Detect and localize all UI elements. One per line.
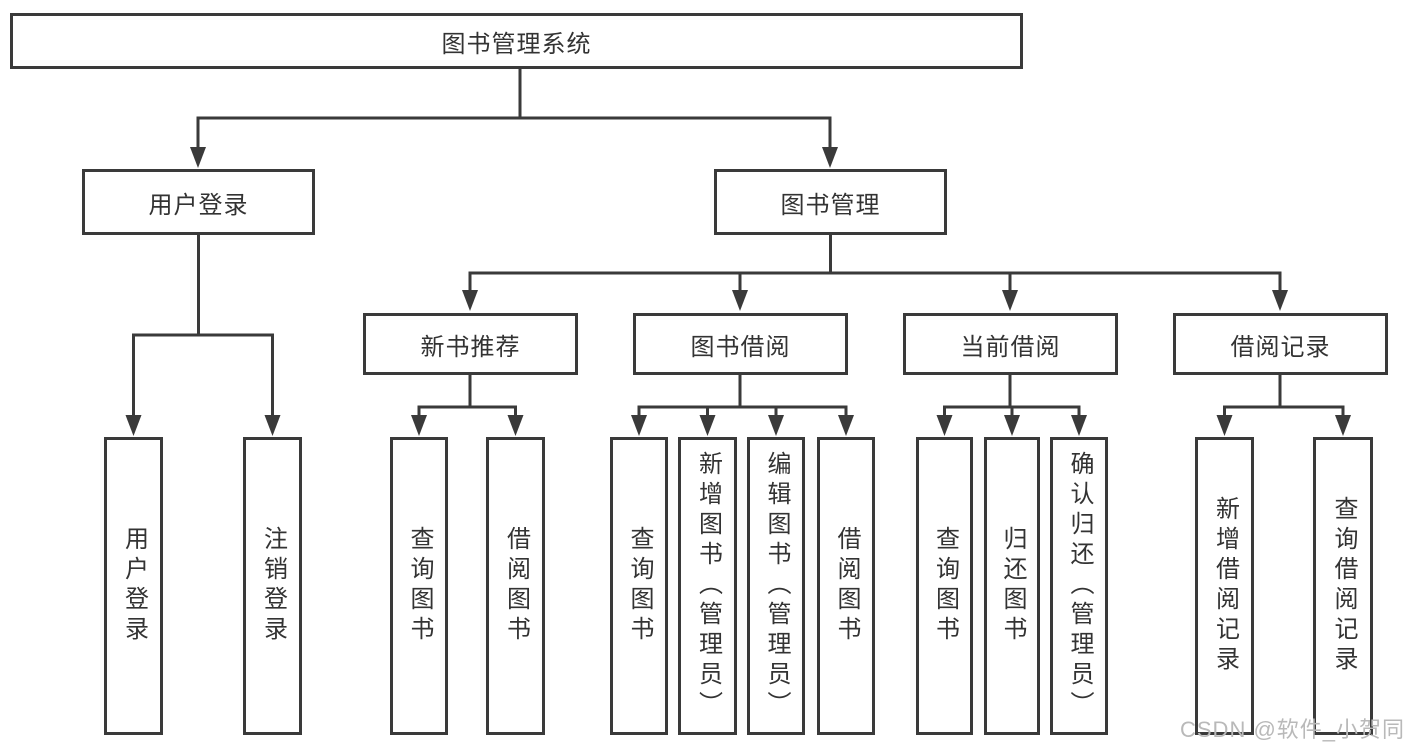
leaf-query-books-borrow: 查询图书 <box>610 437 668 735</box>
arrow-down-icon <box>1002 290 1018 311</box>
arrow-down-icon <box>411 415 427 436</box>
arrow-down-icon <box>838 415 854 436</box>
connector-path <box>1223 375 1345 417</box>
connector-path <box>468 235 1282 293</box>
leaf-add-borrow-record: 新增借阅记录 <box>1195 437 1254 735</box>
arrow-down-icon <box>125 415 142 436</box>
arrow-down-icon <box>822 147 838 168</box>
arrow-down-icon <box>732 290 748 311</box>
leaf-query-borrow-record: 查询借阅记录 <box>1313 437 1373 735</box>
arrow-down-icon <box>768 415 784 436</box>
connector-path <box>943 375 1081 417</box>
leaf-user-login: 用户登录 <box>104 437 163 735</box>
connector-path-group <box>132 69 1345 417</box>
node-root: 图书管理系统 <box>10 13 1023 69</box>
arrow-down-icon <box>1335 415 1351 436</box>
arrow-down-icon <box>190 147 206 168</box>
connector-path <box>417 375 517 417</box>
arrow-down-icon <box>936 415 953 436</box>
node-user-login: 用户登录 <box>82 169 315 235</box>
arrow-down-icon <box>1071 415 1087 436</box>
arrow-down-icon <box>699 415 716 436</box>
leaf-borrow-books: 借阅图书 <box>817 437 875 735</box>
arrow-down-icon <box>264 415 281 436</box>
leaf-confirm-return-admin: 确认归还（管理员） <box>1050 437 1108 735</box>
leaf-query-books-recommend: 查询图书 <box>390 437 448 735</box>
connector-path <box>196 69 832 150</box>
leaf-return-books: 归还图书 <box>984 437 1040 735</box>
connector-path <box>132 235 274 417</box>
node-book-borrow: 图书借阅 <box>633 313 848 375</box>
watermark: CSDN @软件_小贺同学 <box>1180 717 1405 742</box>
node-book-management: 图书管理 <box>714 169 947 235</box>
leaf-query-books-current: 查询图书 <box>916 437 973 735</box>
node-new-book-recommend: 新书推荐 <box>363 313 578 375</box>
arrow-down-icon <box>1004 415 1020 436</box>
arrow-down-icon <box>1216 415 1233 436</box>
leaf-edit-books-admin: 编辑图书（管理员） <box>747 437 805 735</box>
connector-path <box>637 375 848 417</box>
leaf-borrow-books-recommend: 借阅图书 <box>486 437 545 735</box>
node-current-borrow: 当前借阅 <box>903 313 1118 375</box>
arrow-down-icon <box>462 290 478 311</box>
arrow-down-icon <box>507 415 524 436</box>
arrowhead-group <box>125 147 1351 436</box>
leaf-logout: 注销登录 <box>243 437 302 735</box>
arrow-down-icon <box>631 415 647 436</box>
arrow-down-icon <box>1272 290 1288 311</box>
leaf-add-books-admin: 新增图书（管理员） <box>678 437 737 735</box>
node-borrow-records: 借阅记录 <box>1173 313 1388 375</box>
